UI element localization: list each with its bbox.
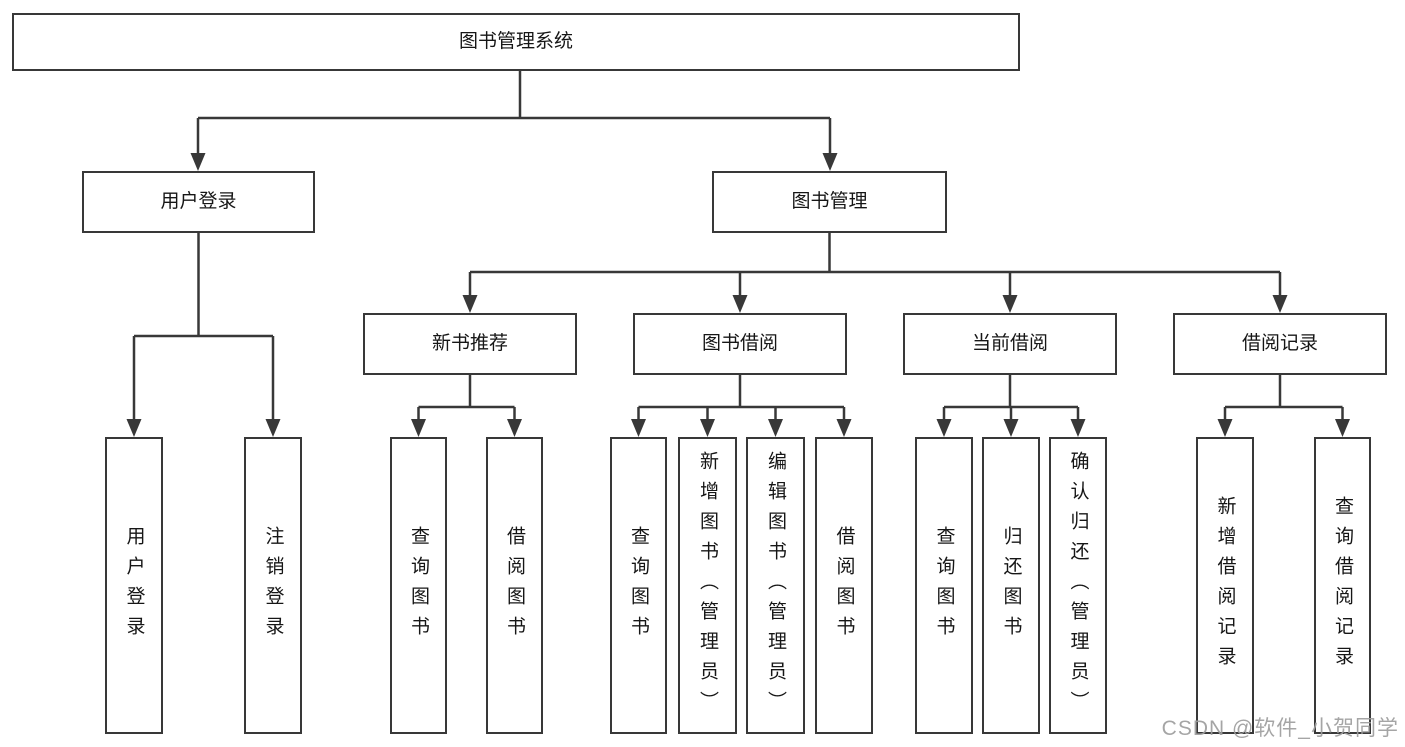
node-book-management-label: 图书管理 (791, 190, 868, 212)
leaf-query-borrow-record-label: 查询借阅记录 (1332, 495, 1353, 676)
leaf-query-borrow-record: 查询借阅记录 (1314, 437, 1371, 734)
leaf-add-book-admin: 新增图书（管理员） (678, 437, 737, 734)
leaf-return-book-label: 归还图书 (1000, 525, 1022, 646)
leaf-borrow-books-recommend: 借阅图书 (486, 437, 543, 734)
leaf-edit-book-admin-label: 编辑图书（管理员） (765, 450, 786, 721)
leaf-logout: 注销登录 (244, 437, 302, 734)
leaf-add-book-admin-label: 新增图书（管理员） (697, 450, 718, 721)
leaf-confirm-return-admin: 确认归还（管理员） (1049, 437, 1107, 734)
leaf-logout-label: 注销登录 (262, 525, 284, 646)
node-book-management: 图书管理 (712, 171, 947, 233)
leaf-borrow-books-recommend-label: 借阅图书 (504, 525, 525, 646)
node-new-book-recommend: 新书推荐 (363, 313, 577, 375)
leaf-query-books-current-label: 查询图书 (933, 525, 955, 646)
leaf-query-books-current: 查询图书 (915, 437, 973, 734)
leaf-query-books-borrow: 查询图书 (610, 437, 667, 734)
leaf-borrow-book-label: 借阅图书 (833, 525, 855, 646)
leaf-query-books-recommend: 查询图书 (390, 437, 447, 734)
leaf-add-borrow-record-label: 新增借阅记录 (1214, 495, 1236, 676)
node-root: 图书管理系统 (12, 13, 1020, 71)
leaf-add-borrow-record: 新增借阅记录 (1196, 437, 1254, 734)
node-borrow-records-label: 借阅记录 (1241, 332, 1318, 354)
node-current-borrow: 当前借阅 (903, 313, 1117, 375)
node-user-login-label: 用户登录 (160, 190, 237, 212)
node-book-borrow-label: 图书借阅 (701, 332, 778, 354)
leaf-user-login-label: 用户登录 (123, 525, 145, 646)
leaf-query-books-borrow-label: 查询图书 (628, 525, 649, 646)
leaf-query-books-recommend-label: 查询图书 (408, 525, 429, 646)
node-book-borrow: 图书借阅 (633, 313, 847, 375)
leaf-user-login: 用户登录 (105, 437, 163, 734)
node-current-borrow-label: 当前借阅 (971, 332, 1048, 354)
leaf-confirm-return-admin-label: 确认归还（管理员） (1067, 450, 1089, 721)
node-root-label: 图书管理系统 (458, 30, 573, 52)
leaf-edit-book-admin: 编辑图书（管理员） (746, 437, 805, 734)
node-user-login: 用户登录 (82, 171, 315, 233)
arrowheads (126, 153, 1350, 437)
node-new-book-recommend-label: 新书推荐 (431, 332, 508, 354)
leaf-return-book: 归还图书 (982, 437, 1040, 734)
connector-segments (132, 71, 1344, 424)
leaf-borrow-book: 借阅图书 (815, 437, 873, 734)
node-borrow-records: 借阅记录 (1173, 313, 1387, 375)
csdn-watermark: CSDN @软件_小贺同学 (1161, 717, 1399, 740)
